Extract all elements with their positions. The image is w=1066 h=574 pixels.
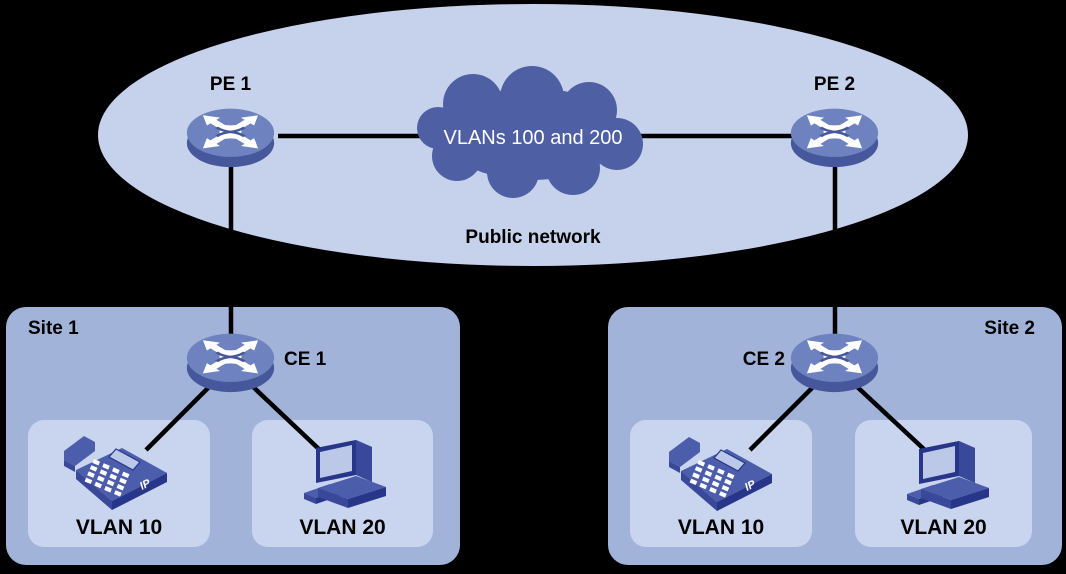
pe2-label: PE 2 <box>813 74 856 95</box>
vlan-cloud-shape <box>417 66 643 198</box>
pe1-label: PE 1 <box>209 74 252 95</box>
ce2-label: CE 2 <box>742 349 785 370</box>
ce1-label: CE 1 <box>284 349 327 370</box>
site1-vlan20-label: VLAN 20 <box>299 516 386 539</box>
pe1-router-icon <box>184 104 277 169</box>
site1-vlan10-label: VLAN 10 <box>75 516 163 539</box>
site2-vlan20-label: VLAN 20 <box>900 516 987 539</box>
ce1-router-icon <box>184 329 277 394</box>
site2-vlan10-label: VLAN 10 <box>677 516 765 539</box>
pe2-router-icon <box>788 104 881 169</box>
public-network-label: Public network <box>465 227 601 248</box>
site1-ip-phone-icon <box>62 436 170 512</box>
site1-computer-icon <box>304 438 388 512</box>
site2-computer-icon <box>907 439 991 513</box>
ce2-router-icon <box>788 329 881 394</box>
site2-ip-phone-icon <box>667 437 775 513</box>
site2-label: Site 2 <box>984 318 1035 339</box>
site1-label: Site 1 <box>28 318 79 339</box>
cloud-label: VLANs 100 and 200 <box>443 127 623 149</box>
